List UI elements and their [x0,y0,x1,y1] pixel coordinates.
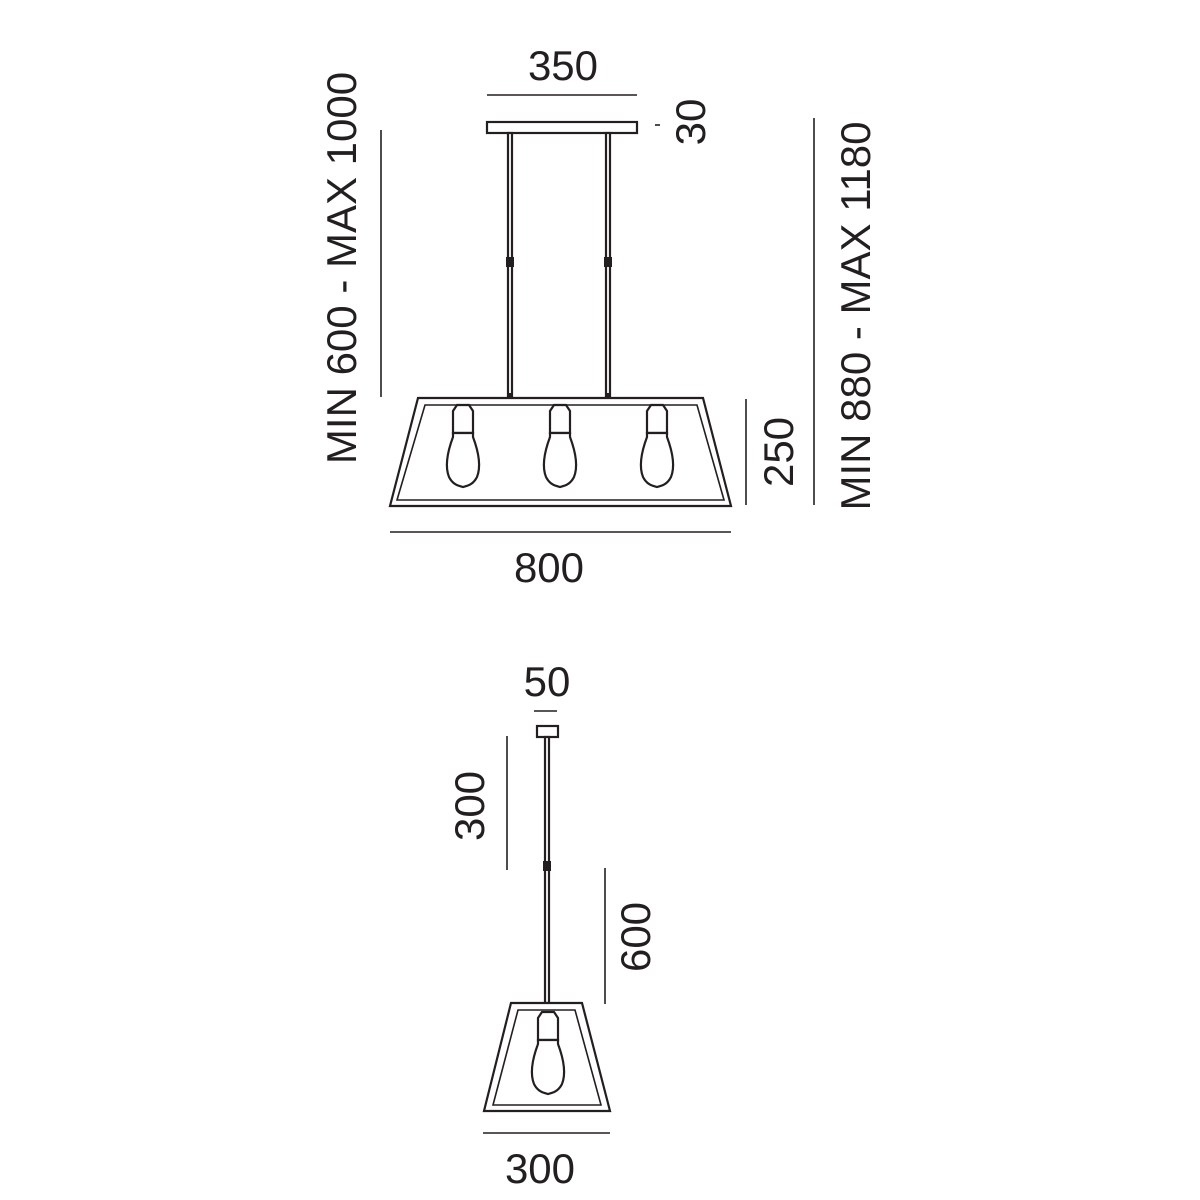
shade-height-label: 250 [755,417,802,487]
canopy-width-label: 350 [528,42,598,89]
canopy-width-label: 50 [524,658,571,705]
linear-pendant-drawing: 350 30 MIN 600 - MAX 1000 250 MIN 880 - … [318,42,879,591]
rod-joint [543,861,551,871]
shade-width-label: 800 [514,544,584,591]
canopy-height-label: 30 [667,99,714,146]
suspension-rods [506,131,612,400]
canopy [485,120,639,135]
shade-width-label: 300 [505,1145,575,1192]
single-pendant-drawing: 50 300 600 300 [446,658,659,1192]
rod-length-label: 300 [446,771,493,841]
cable-length-label: MIN 600 - MAX 1000 [318,72,365,464]
lower-length-label: 600 [612,902,659,972]
total-height-label: MIN 880 - MAX 1180 [832,121,879,510]
canopy [535,724,560,739]
